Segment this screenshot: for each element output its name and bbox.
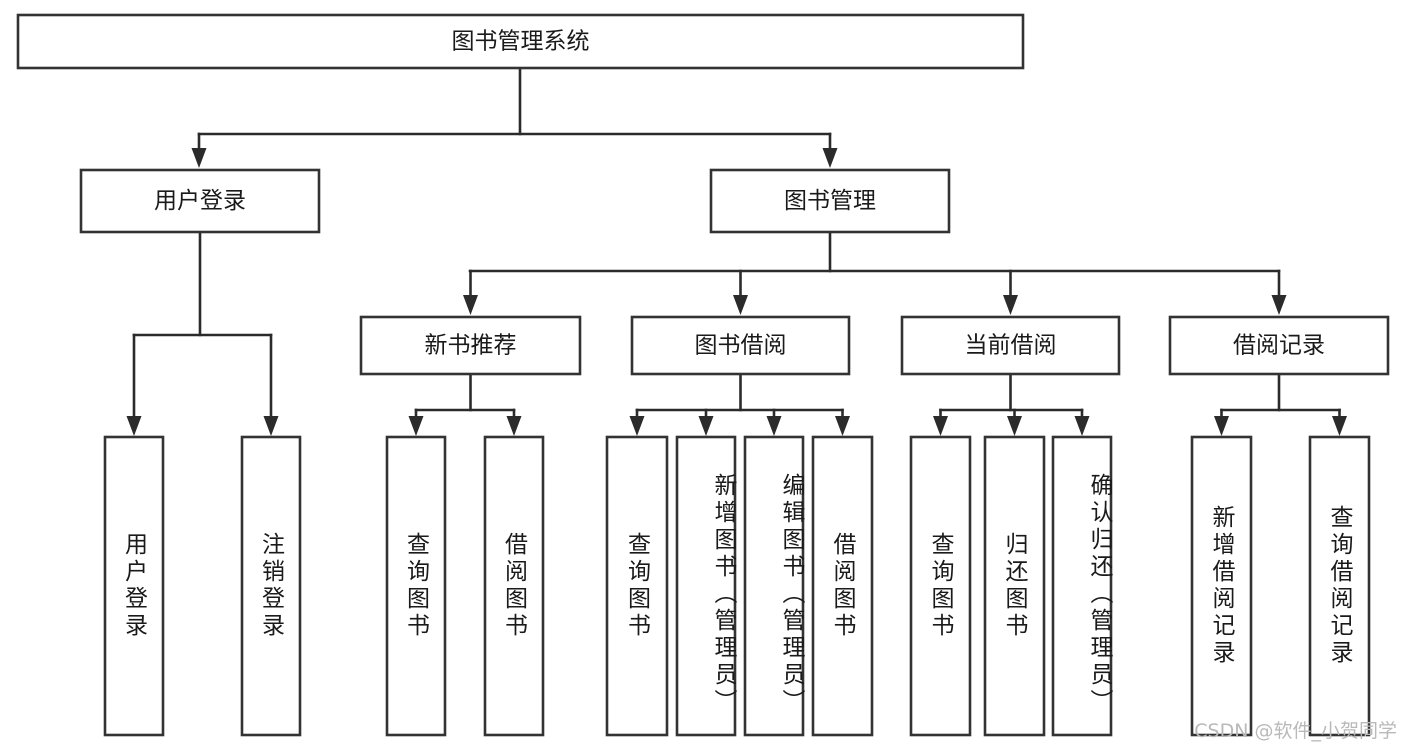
arrow-book-borrow-leaf-0 [629, 416, 645, 436]
arrow-root-child-1 [822, 148, 838, 168]
node-leaf-query-book-current[interactable] [909, 435, 972, 737]
node-leaf-add-book[interactable] [675, 435, 737, 737]
arrow-book-manage-child-3 [1271, 295, 1287, 315]
node-book-borrow[interactable] [630, 315, 851, 376]
node-leaf-confirm-return[interactable] [1051, 435, 1113, 737]
node-leaf-return-book[interactable] [983, 435, 1046, 737]
node-borrow-record[interactable] [1168, 315, 1390, 376]
node-leaf-add-record[interactable] [1190, 435, 1253, 737]
arrow-new-book-rec-leaf-1 [506, 416, 522, 436]
arrow-book-borrow-leaf-3 [835, 416, 850, 436]
node-book-manage[interactable] [709, 168, 951, 234]
watermark-text: CSDN @软件_小贺同学 [1194, 720, 1397, 742]
node-leaf-logout[interactable] [240, 435, 302, 737]
node-user-login[interactable] [79, 168, 321, 234]
node-new-book-rec[interactable] [359, 315, 582, 376]
node-leaf-query-book-rec[interactable] [385, 435, 447, 737]
arrow-book-borrow-leaf-1 [698, 416, 714, 436]
node-label-user-login: 用户登录 [154, 187, 246, 213]
arrow-new-book-rec-leaf-0 [408, 416, 424, 436]
node-current-borrow[interactable] [900, 315, 1121, 376]
arrow-current-borrow-leaf-1 [1007, 416, 1022, 436]
arrow-current-borrow-leaf-2 [1074, 416, 1090, 436]
arrow-root-child-0 [191, 148, 207, 168]
arrow-user-login-leaf-1 [263, 416, 279, 436]
node-label-book-manage: 图书管理 [784, 187, 876, 213]
node-label-current-borrow: 当前借阅 [965, 332, 1057, 358]
node-label-root: 图书管理系统 [452, 28, 590, 54]
node-leaf-query-record[interactable] [1308, 435, 1371, 737]
node-label-book-borrow: 图书借阅 [695, 332, 787, 358]
arrow-current-borrow-leaf-0 [933, 416, 948, 436]
node-label-borrow-record: 借阅记录 [1233, 332, 1325, 358]
node-root[interactable] [16, 13, 1025, 70]
node-leaf-edit-book[interactable] [743, 435, 805, 737]
arrow-book-manage-child-2 [1003, 295, 1018, 315]
node-leaf-borrow-book[interactable] [811, 435, 874, 737]
arrow-borrow-record-leaf-0 [1214, 416, 1229, 436]
node-label-new-book-rec: 新书推荐 [425, 332, 517, 358]
node-leaf-user-login[interactable] [103, 435, 165, 737]
arrow-book-manage-child-0 [463, 295, 478, 315]
arrow-user-login-leaf-0 [126, 416, 142, 436]
connectors-layer [126, 66, 1347, 436]
arrow-borrow-record-leaf-1 [1332, 416, 1347, 436]
arrow-book-borrow-leaf-2 [766, 416, 782, 436]
node-leaf-query-book-borrow[interactable] [605, 435, 669, 737]
node-leaf-borrow-book-rec[interactable] [483, 435, 545, 737]
boxes-layer [16, 13, 1390, 737]
arrow-book-manage-child-1 [733, 295, 748, 315]
